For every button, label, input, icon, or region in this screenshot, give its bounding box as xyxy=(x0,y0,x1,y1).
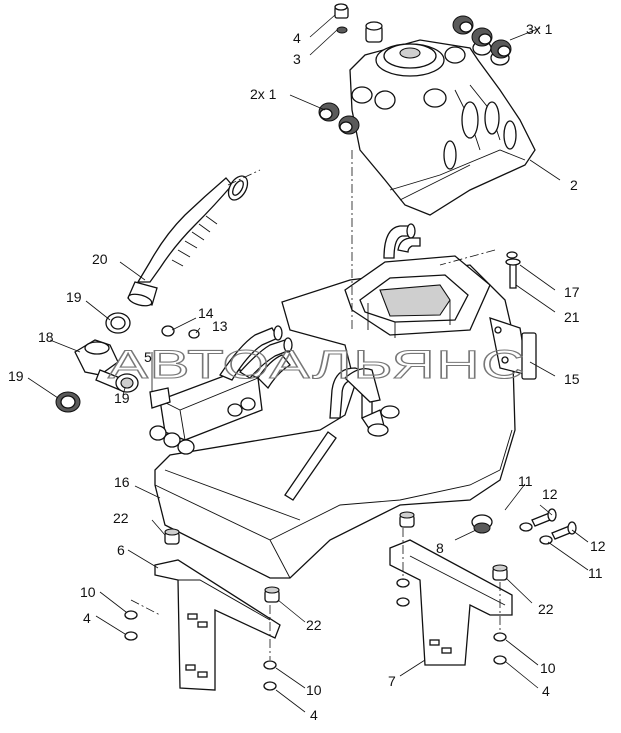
callout-labels: 4 3 3x 1 2x 1 2 20 17 21 19 14 13 18 5 1… xyxy=(8,21,606,723)
callout-19-b: 19 xyxy=(8,368,24,384)
callout-22-a: 22 xyxy=(113,510,129,526)
hose xyxy=(127,175,249,307)
callout-5: 5 xyxy=(144,349,152,365)
fittings-19 xyxy=(55,312,139,413)
reservoir-assembly xyxy=(349,21,536,216)
callout-2: 2 xyxy=(570,177,578,193)
callout-4-top: 4 xyxy=(293,30,301,46)
callout-22-c: 22 xyxy=(306,617,322,633)
callout-10-c: 10 xyxy=(540,660,556,676)
manifold-block xyxy=(149,325,293,455)
center-lines xyxy=(130,150,501,660)
callout-12-b: 12 xyxy=(590,538,606,554)
bolt-17-21 xyxy=(505,251,521,289)
callout-8: 8 xyxy=(436,540,444,556)
callout-20: 20 xyxy=(92,251,108,267)
callout-22-b: 22 xyxy=(538,601,554,617)
callout-4-mid: 4 xyxy=(83,610,91,626)
rubber-mounts-22 xyxy=(164,511,508,603)
bracket-6 xyxy=(154,559,281,691)
watermark-text: АВТОАЛЬЯНС xyxy=(108,343,526,387)
tank-body xyxy=(154,255,537,579)
callout-13: 13 xyxy=(212,318,228,334)
callout-11-b: 11 xyxy=(588,565,603,581)
callout-4-right: 4 xyxy=(542,683,550,699)
callout-7: 7 xyxy=(388,673,396,689)
callout-16: 16 xyxy=(114,474,130,490)
bolts-11-12 xyxy=(519,508,577,545)
washers-and-nuts xyxy=(124,578,507,691)
callout-15: 15 xyxy=(564,371,580,387)
callout-11-a: 11 xyxy=(518,473,533,489)
callout-19-c: 19 xyxy=(114,390,130,406)
callout-6: 6 xyxy=(117,542,125,558)
callout-10-b: 10 xyxy=(306,682,322,698)
callout-4-bottom: 4 xyxy=(310,707,318,723)
callout-2x1: 2x 1 xyxy=(250,86,277,102)
callout-12-a: 12 xyxy=(542,486,558,502)
callout-3: 3 xyxy=(293,51,301,67)
port-caps-3x xyxy=(452,15,512,59)
top-screw-and-washer xyxy=(334,3,349,34)
callout-19-a: 19 xyxy=(66,289,82,305)
leader-lines xyxy=(27,14,589,713)
callout-10-a: 10 xyxy=(80,584,96,600)
bracket-7 xyxy=(389,539,513,666)
tank-pipes xyxy=(329,223,421,437)
callout-14: 14 xyxy=(198,305,214,321)
callout-21: 21 xyxy=(564,309,580,325)
callout-3x1: 3x 1 xyxy=(526,21,553,37)
port-caps-2x xyxy=(318,102,360,135)
callout-17: 17 xyxy=(564,284,580,300)
callout-18: 18 xyxy=(38,329,54,345)
